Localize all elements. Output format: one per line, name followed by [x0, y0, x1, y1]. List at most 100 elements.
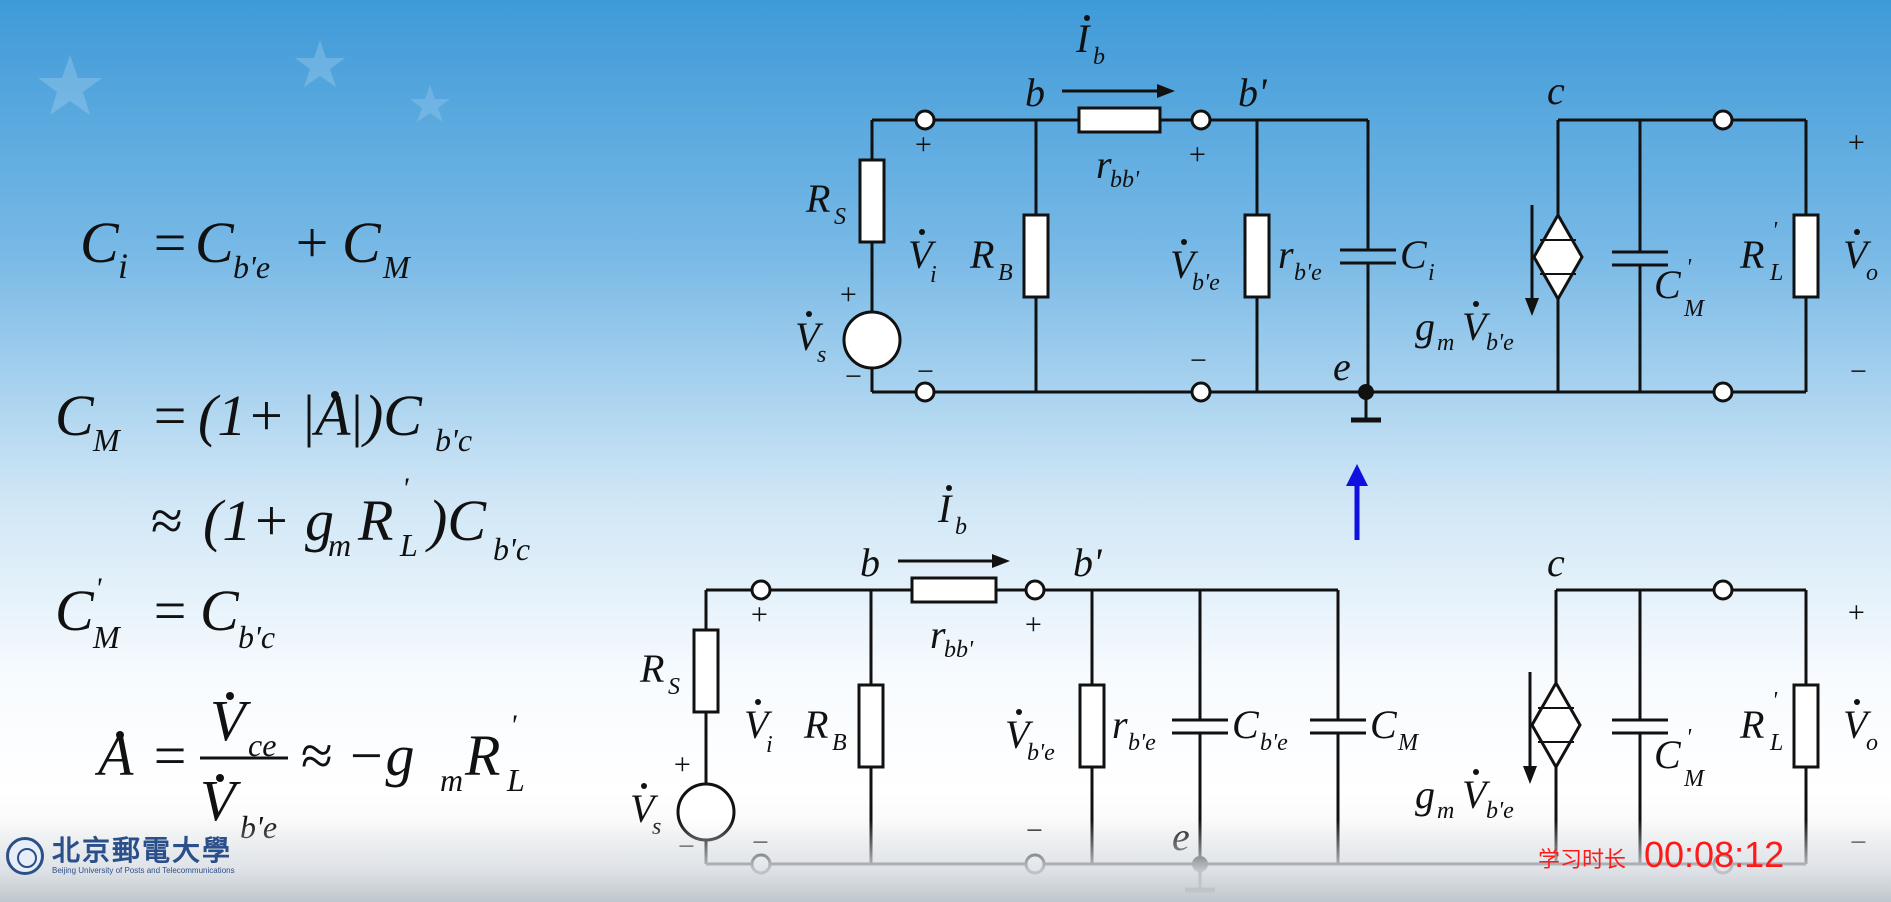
- svg-text:i: i: [1428, 260, 1435, 286]
- svg-text:i: i: [930, 262, 937, 288]
- svg-text:M: M: [1397, 730, 1420, 756]
- timer-value: 00:08:12: [1644, 834, 1785, 875]
- svg-text:|)C: |)C: [348, 383, 423, 448]
- footer-bar: [0, 820, 1891, 902]
- svg-text:−: −: [1848, 355, 1868, 388]
- svg-text:m: m: [440, 762, 463, 798]
- svg-text:C: C: [1400, 232, 1428, 277]
- svg-text:C: C: [200, 578, 240, 643]
- svg-text:': ': [1686, 725, 1692, 751]
- svg-text:V: V: [1843, 702, 1872, 747]
- svg-text:≈ −g: ≈ −g: [300, 723, 414, 788]
- svg-text:M: M: [1683, 296, 1706, 322]
- svg-text:+: +: [838, 278, 858, 311]
- svg-text:b'e: b'e: [1486, 330, 1514, 356]
- svg-text:V: V: [744, 702, 773, 747]
- svg-text:g: g: [1415, 304, 1435, 349]
- svg-text:V: V: [1843, 232, 1872, 277]
- svg-text:S: S: [834, 204, 846, 230]
- svg-text:R: R: [1739, 702, 1764, 747]
- svg-text:b: b: [860, 540, 880, 585]
- transition-arrow-icon: [1346, 464, 1368, 540]
- svg-text:V: V: [908, 232, 937, 277]
- svg-text:R: R: [969, 232, 994, 277]
- svg-text:−: −: [915, 355, 935, 388]
- svg-text:S: S: [668, 674, 680, 700]
- svg-text:b'e: b'e: [233, 249, 270, 285]
- svg-text:R: R: [357, 488, 393, 553]
- svg-text:C: C: [1232, 702, 1260, 747]
- svg-text:B: B: [832, 730, 847, 756]
- svg-text:': ': [1686, 255, 1692, 281]
- svg-text:bb': bb': [944, 637, 974, 663]
- svg-text:M: M: [92, 422, 122, 458]
- svg-text:b'e: b'e: [1486, 798, 1514, 824]
- svg-text:=: =: [150, 578, 189, 643]
- svg-text:o: o: [1866, 730, 1878, 756]
- svg-text:r: r: [1278, 232, 1294, 277]
- svg-text:+: +: [672, 748, 692, 781]
- svg-text:C: C: [55, 383, 95, 448]
- svg-text:b'c: b'c: [493, 531, 530, 567]
- equation-cm: C M = (1+ | A |)C b'c: [55, 383, 472, 458]
- svg-text:': ': [1772, 688, 1778, 714]
- svg-text:r: r: [1096, 142, 1112, 187]
- svg-text:R: R: [803, 702, 828, 747]
- svg-text:': ': [95, 572, 102, 605]
- svg-text:A: A: [94, 723, 134, 788]
- svg-text:C: C: [1370, 702, 1398, 747]
- svg-text:M: M: [382, 249, 412, 285]
- svg-text:R: R: [805, 176, 830, 221]
- svg-text:R: R: [1739, 232, 1764, 277]
- study-timer: 学习时长 00:08:12: [1538, 834, 1784, 876]
- logo-emblem-icon: [6, 837, 44, 875]
- svg-text:bb': bb': [1110, 167, 1140, 193]
- equation-ci: C i = C b'e + C M: [80, 210, 412, 286]
- svg-text:−: −: [1188, 344, 1208, 377]
- svg-text:c: c: [1547, 68, 1565, 113]
- svg-text:b'e: b'e: [1294, 260, 1322, 286]
- svg-text:V: V: [1462, 772, 1491, 817]
- svg-text:s: s: [817, 342, 826, 368]
- svg-text:C: C: [1654, 262, 1682, 307]
- svg-text:V: V: [1462, 304, 1491, 349]
- svg-text:b': b': [1073, 540, 1103, 585]
- svg-text:b'e: b'e: [1128, 730, 1156, 756]
- svg-text:C: C: [80, 210, 120, 275]
- svg-text:C: C: [1654, 732, 1682, 777]
- svg-text:i: i: [118, 246, 128, 286]
- equation-cm-approx: ≈ (1+ g m R L ' )C b'c: [150, 472, 530, 567]
- svg-text:M: M: [92, 619, 122, 655]
- svg-text:M: M: [1683, 766, 1706, 792]
- svg-text:': ': [402, 472, 409, 505]
- svg-text:−: −: [843, 360, 863, 393]
- svg-text:=: =: [150, 723, 189, 788]
- svg-text:i: i: [766, 732, 773, 758]
- star-decoration: [38, 40, 450, 122]
- svg-text:b'e: b'e: [1027, 740, 1055, 766]
- svg-text:B: B: [998, 260, 1013, 286]
- svg-text:b'c: b'c: [435, 422, 472, 458]
- svg-text:': ': [1772, 218, 1778, 244]
- logo-english-name: Beijing University of Posts and Telecomm…: [52, 866, 235, 875]
- svg-text:m: m: [1437, 798, 1454, 824]
- svg-text:L: L: [506, 762, 525, 798]
- svg-text:b'e: b'e: [1192, 270, 1220, 296]
- svg-text:L: L: [399, 527, 418, 563]
- equation-cm-prime: C M ' = C b'c: [55, 572, 275, 655]
- svg-text:b'c: b'c: [238, 619, 275, 655]
- svg-text:A: A: [311, 383, 351, 448]
- svg-text:m: m: [328, 527, 351, 563]
- svg-text:=: =: [150, 383, 189, 448]
- svg-text:r: r: [1112, 702, 1128, 747]
- svg-text:(1+ g: (1+ g: [203, 488, 334, 553]
- svg-text:+: +: [1023, 608, 1043, 641]
- svg-text:b'e: b'e: [1260, 730, 1288, 756]
- svg-text:I: I: [937, 486, 953, 531]
- svg-text:e: e: [1333, 344, 1351, 389]
- svg-text:V: V: [795, 314, 824, 359]
- svg-text:(1+ |: (1+ |: [198, 383, 316, 448]
- svg-text:g: g: [1415, 772, 1435, 817]
- svg-text:r: r: [930, 612, 946, 657]
